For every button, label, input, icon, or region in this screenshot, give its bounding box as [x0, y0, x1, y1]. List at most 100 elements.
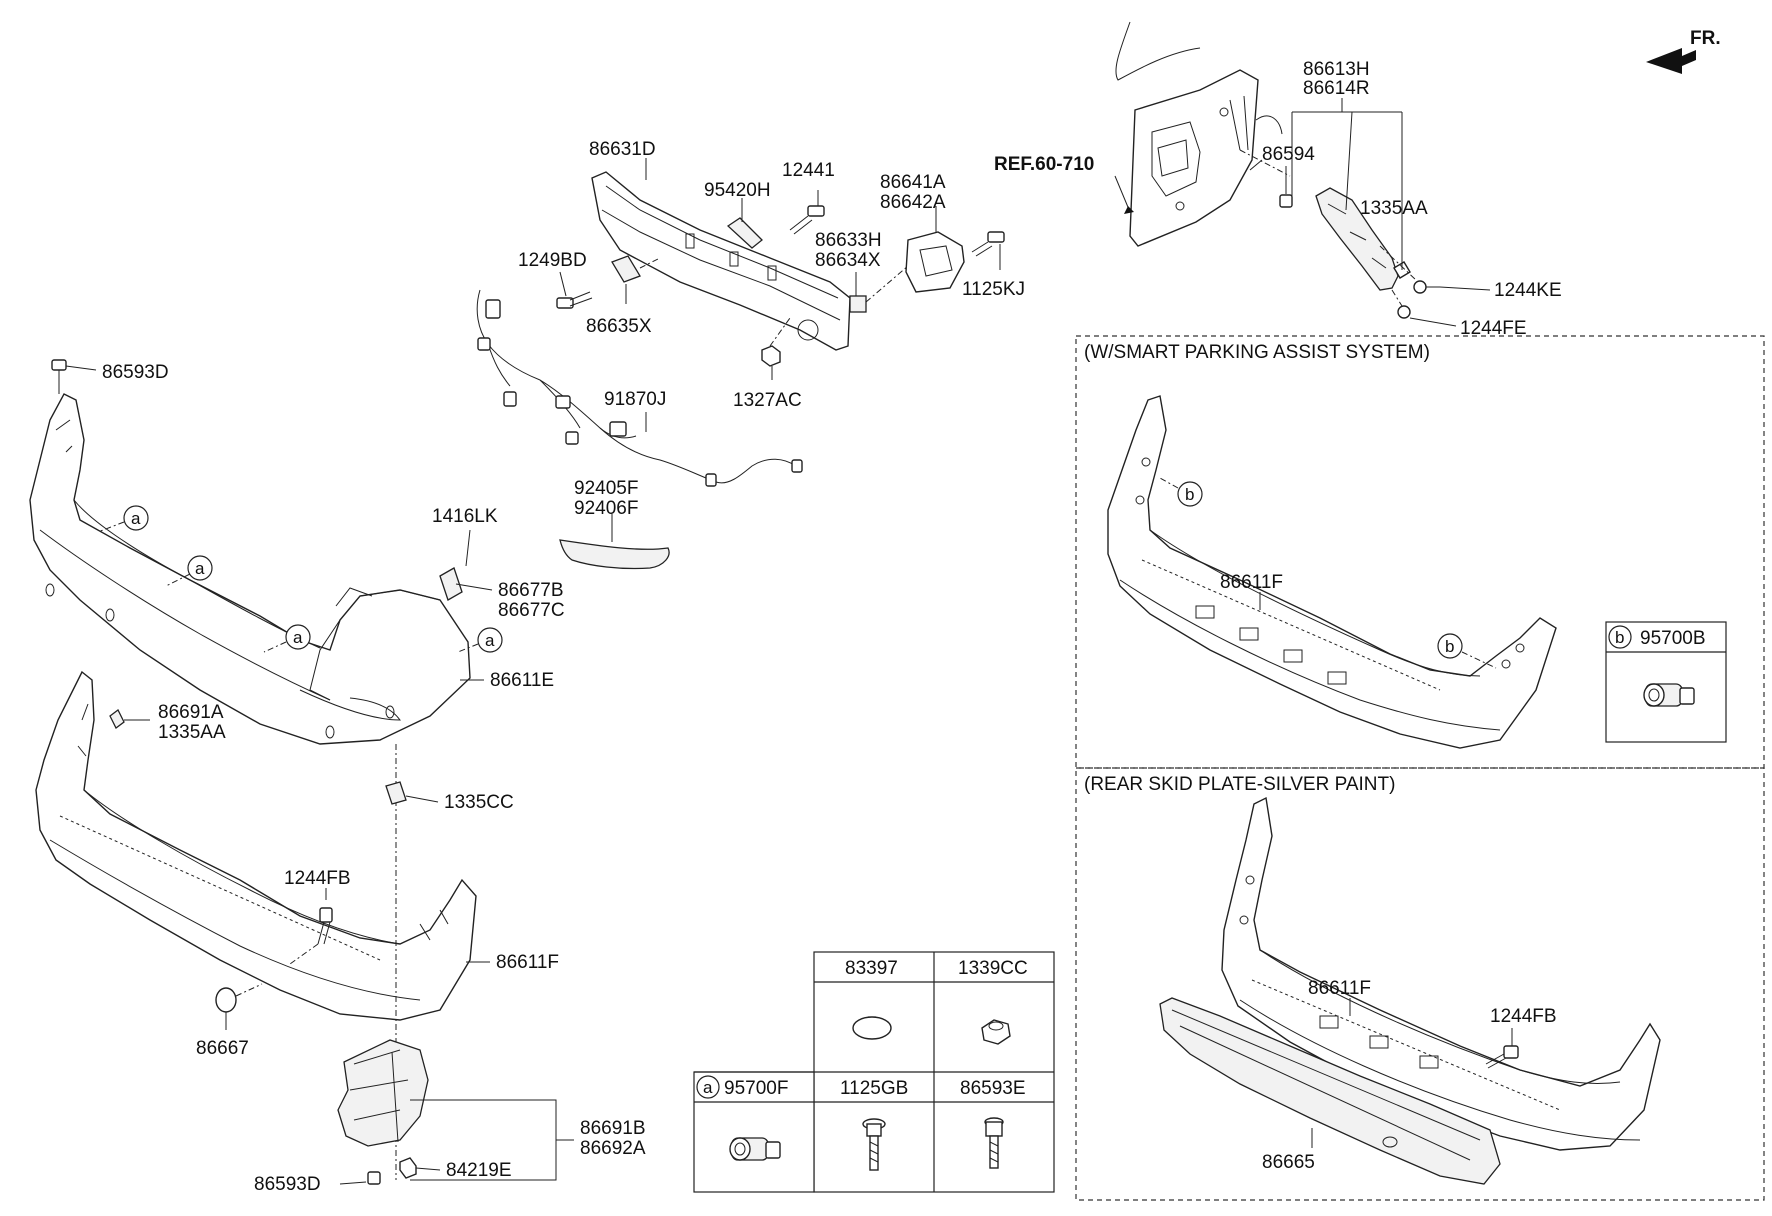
label-92406F: 92406F [574, 498, 638, 519]
label-86677C: 86677C [498, 600, 565, 621]
rear-panel-ref-part [1129, 69, 1259, 247]
part-83397-icon [852, 1016, 892, 1040]
sensor-95700B-icon [1643, 683, 1695, 707]
svg-text:a: a [485, 631, 495, 650]
marker-b-1: b [1159, 477, 1203, 507]
label-1335AA-top: 1335AA [1360, 198, 1428, 219]
svg-text:b: b [1615, 628, 1624, 647]
label-86611F-left: 86611F [496, 952, 559, 973]
label-86594: 86594 [1262, 144, 1315, 165]
label-95420H: 95420H [704, 180, 771, 201]
bumper-cover-part [29, 393, 471, 745]
label-1244FB-left: 1244FB [284, 868, 351, 889]
skid-plate-title: (REAR SKID PLATE-SILVER PAINT) [1084, 774, 1395, 795]
bracket-95420H [726, 217, 763, 249]
label-12441: 12441 [782, 160, 835, 181]
smart-skirt-part [1107, 395, 1557, 749]
svg-text:b: b [1185, 485, 1194, 504]
bumper-cover-group: 86593D a a a a [29, 359, 565, 745]
label-86611F-box1: 86611F [1220, 572, 1283, 593]
label-1335AA-mid: 1335AA [158, 722, 226, 743]
side-bracket-part [1315, 187, 1399, 291]
front-direction-indicator: FR. [1646, 28, 1721, 74]
part-1125GB-icon [862, 1118, 886, 1171]
label-1244FB-box2: 1244FB [1490, 1006, 1557, 1027]
svg-text:b: b [1445, 637, 1454, 656]
front-arrow-icon [1646, 48, 1696, 74]
label-86667: 86667 [196, 1038, 249, 1059]
label-86634X: 86634X [815, 250, 881, 271]
label-86691A: 86691A [158, 702, 224, 723]
bumper-beam-group: 86631D 95420H 12441 86641A 86642A 86633H… [518, 139, 1025, 411]
label-1125KJ: 1125KJ [962, 279, 1025, 300]
side-bracket-group: 86613H 86614R 86594 1335AA 1244KE 1244FE [1239, 59, 1562, 339]
lower-skirt-part [35, 670, 477, 1021]
table-marker-a: a [696, 1075, 720, 1099]
table-header-86593E: 86593E [960, 1078, 1026, 1099]
label-86691B: 86691B [580, 1118, 646, 1139]
label-86665: 86665 [1262, 1152, 1315, 1173]
label-86677B: 86677B [498, 580, 564, 601]
sensor-inset-95700B: b 95700B [1605, 621, 1727, 743]
table-header-1125GB: 1125GB [840, 1078, 908, 1099]
rear-panel-ref-group: REF.60-710 [994, 21, 1283, 247]
wiring-harness-part [476, 289, 797, 484]
part-86593E-icon [984, 1117, 1004, 1169]
label-1335CC: 1335CC [444, 792, 514, 813]
label-1327AC: 1327AC [733, 390, 802, 411]
smart-parking-box: (W/SMART PARKING ASSIST SYSTEM) b b 8661… [1075, 335, 1765, 769]
label-86593D-top: 86593D [102, 362, 169, 383]
parts-table: 83397 1339CC a 95700F 1125GB 86593E [693, 951, 1055, 1193]
label-1416LK: 1416LK [432, 506, 498, 527]
label-1244FE: 1244FE [1460, 318, 1527, 339]
label-1249BD: 1249BD [518, 250, 587, 271]
label-95700B: 95700B [1640, 628, 1706, 649]
bracket-86641A [905, 231, 965, 293]
ref-label: REF.60-710 [994, 154, 1094, 175]
label-86631D: 86631D [589, 139, 656, 160]
label-86635X: 86635X [586, 316, 652, 337]
marker-b-2: b [1437, 633, 1497, 669]
label-91870J: 91870J [604, 389, 666, 410]
svg-text:a: a [293, 628, 303, 647]
table-header-1339CC: 1339CC [958, 958, 1028, 979]
marker-a-2: a [165, 555, 213, 587]
label-86593D-bottom: 86593D [254, 1174, 321, 1195]
wiring-harness-group: 91870J [476, 289, 803, 487]
skid-plate-part [1159, 997, 1501, 1185]
svg-text:a: a [195, 559, 205, 578]
label-86611F-box2: 86611F [1308, 978, 1371, 999]
clip-1335CC [385, 781, 407, 805]
under-guard-group: 86691B 86692A 86593D 84219E [254, 1039, 646, 1195]
label-86692A: 86692A [580, 1138, 646, 1159]
svg-text:a: a [703, 1078, 713, 1097]
label-86611E: 86611E [490, 670, 554, 691]
label-92405F: 92405F [574, 478, 638, 499]
skid-plate-box: (REAR SKID PLATE-SILVER PAINT) 1244FB 86… [1075, 767, 1765, 1201]
reflector-group: 92405F 92406F [559, 478, 670, 570]
marker-a-1: a [97, 505, 149, 533]
table-header-83397: 83397 [845, 958, 898, 979]
part-95700F-icon [729, 1137, 781, 1161]
marker-a-3: a [263, 624, 311, 653]
label-86641A: 86641A [880, 172, 946, 193]
lower-skirt-group: 86691A 1335AA 1244FB 86611F 86667 1335CC [35, 670, 559, 1180]
table-header-95700F: 95700F [724, 1078, 788, 1099]
reflector-part [559, 539, 670, 570]
bumper-beam-part [591, 171, 851, 351]
label-86614R: 86614R [1303, 78, 1370, 99]
under-guard-part [337, 1039, 429, 1147]
label-1244KE: 1244KE [1494, 280, 1562, 301]
label-86633H: 86633H [815, 230, 882, 251]
label-86613H: 86613H [1303, 59, 1370, 80]
label-86642A: 86642A [880, 192, 946, 213]
marker-a-4: a [457, 627, 503, 653]
skid-skirt-part [1221, 796, 1661, 1151]
bracket-86635X [611, 255, 641, 283]
label-84219E: 84219E [446, 1160, 512, 1181]
front-label: FR. [1690, 28, 1721, 49]
svg-text:a: a [131, 509, 141, 528]
smart-parking-title: (W/SMART PARKING ASSIST SYSTEM) [1084, 342, 1430, 363]
